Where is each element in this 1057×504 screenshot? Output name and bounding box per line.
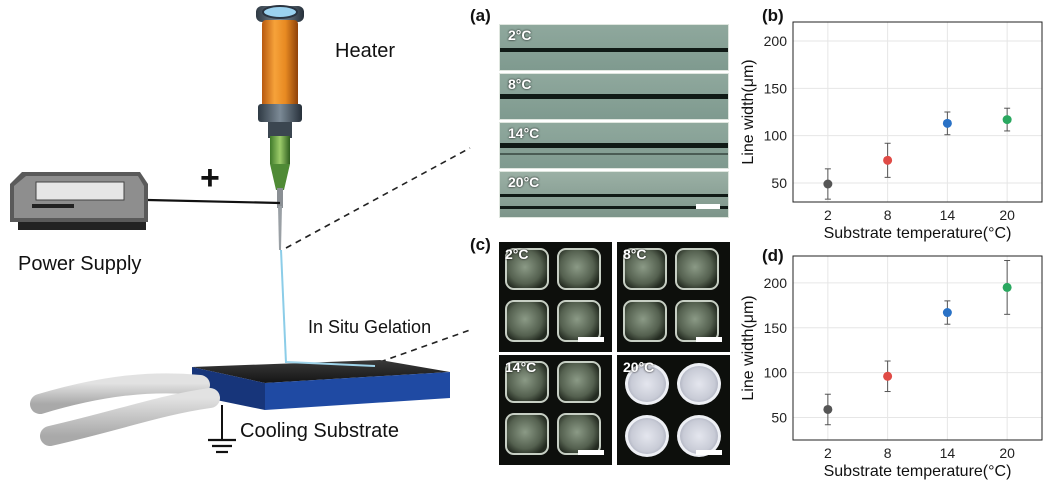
- ground-icon: [208, 405, 236, 454]
- power-supply-icon: [10, 172, 148, 230]
- strip-label: 8°C: [508, 76, 532, 92]
- panel-c-letter: (c): [470, 235, 491, 254]
- micro-tile: 8°C: [617, 242, 730, 352]
- x-tick-label: 14: [940, 445, 956, 461]
- tile-label: 20°C: [623, 359, 655, 375]
- y-tick-label: 50: [771, 410, 787, 426]
- y-axis-label: Line width(μm): [740, 59, 757, 164]
- x-axis-label: Substrate temperature(°C): [824, 225, 1012, 242]
- x-tick-label: 8: [884, 445, 892, 461]
- micro-strip: 8°C: [499, 73, 729, 120]
- tubes-icon: [30, 373, 220, 446]
- data-point: [942, 118, 952, 128]
- jet-line: [280, 249, 287, 364]
- x-axis-label: Substrate temperature(°C): [824, 463, 1012, 480]
- power-supply-label: Power Supply: [18, 253, 142, 275]
- panel-b-letter: (b): [762, 6, 784, 25]
- plot-frame: [792, 21, 1043, 203]
- data-point: [1002, 115, 1012, 125]
- micro-tile: 14°C: [499, 355, 612, 465]
- x-tick-label: 20: [999, 445, 1015, 461]
- data-point: [883, 371, 893, 381]
- scale-bar: [696, 450, 722, 455]
- leader-line-b: [379, 329, 471, 363]
- data-point: [883, 155, 893, 165]
- leader-line-a: [285, 147, 471, 249]
- y-axis-label: Line width(μm): [740, 295, 757, 400]
- panel-a-letter: (a): [470, 6, 491, 25]
- schematic: [10, 5, 471, 454]
- heater-label: Heater: [335, 40, 396, 62]
- y-tick-label: 50: [771, 175, 787, 191]
- strip-label: 2°C: [508, 27, 532, 43]
- strip-label: 14°C: [508, 125, 540, 141]
- x-tick-label: 14: [940, 207, 956, 223]
- y-tick-label: 150: [764, 80, 788, 96]
- power-wire: [147, 198, 281, 205]
- scale-bar: [578, 450, 604, 455]
- cooling-substrate-icon: [192, 360, 450, 410]
- y-tick-label: 100: [764, 365, 788, 381]
- data-point: [1002, 282, 1012, 292]
- scale-bar: [696, 204, 720, 209]
- substrate-label: Cooling Substrate: [240, 420, 399, 442]
- panel-d-letter: (d): [762, 246, 784, 265]
- tile-label: 8°C: [623, 246, 647, 262]
- plot-frame: [792, 255, 1043, 441]
- y-tick-label: 100: [764, 128, 788, 144]
- x-tick-label: 2: [824, 445, 832, 461]
- tile-label: 2°C: [505, 246, 529, 262]
- micro-strip: 20°C: [499, 171, 729, 218]
- micro-strip: 2°C: [499, 24, 729, 71]
- x-tick-label: 20: [999, 207, 1015, 223]
- scale-bar: [578, 337, 604, 342]
- y-tick-label: 200: [764, 275, 788, 291]
- micro-tile: 2°C: [499, 242, 612, 352]
- y-tick-label: 150: [764, 320, 788, 336]
- heater-syringe-icon: [256, 5, 304, 250]
- gelation-label: In Situ Gelation: [308, 317, 432, 337]
- data-point: [942, 308, 952, 318]
- data-point: [823, 179, 833, 189]
- y-tick-label: 200: [764, 33, 788, 49]
- x-tick-label: 2: [824, 207, 832, 223]
- micro-tile: 20°C: [617, 355, 730, 465]
- micro-strip: 14°C: [499, 122, 729, 169]
- data-point: [823, 404, 833, 414]
- x-tick-label: 8: [884, 207, 892, 223]
- tile-label: 14°C: [505, 359, 537, 375]
- scale-bar: [696, 337, 722, 342]
- plus-sign: +: [200, 159, 220, 197]
- strip-label: 20°C: [508, 174, 540, 190]
